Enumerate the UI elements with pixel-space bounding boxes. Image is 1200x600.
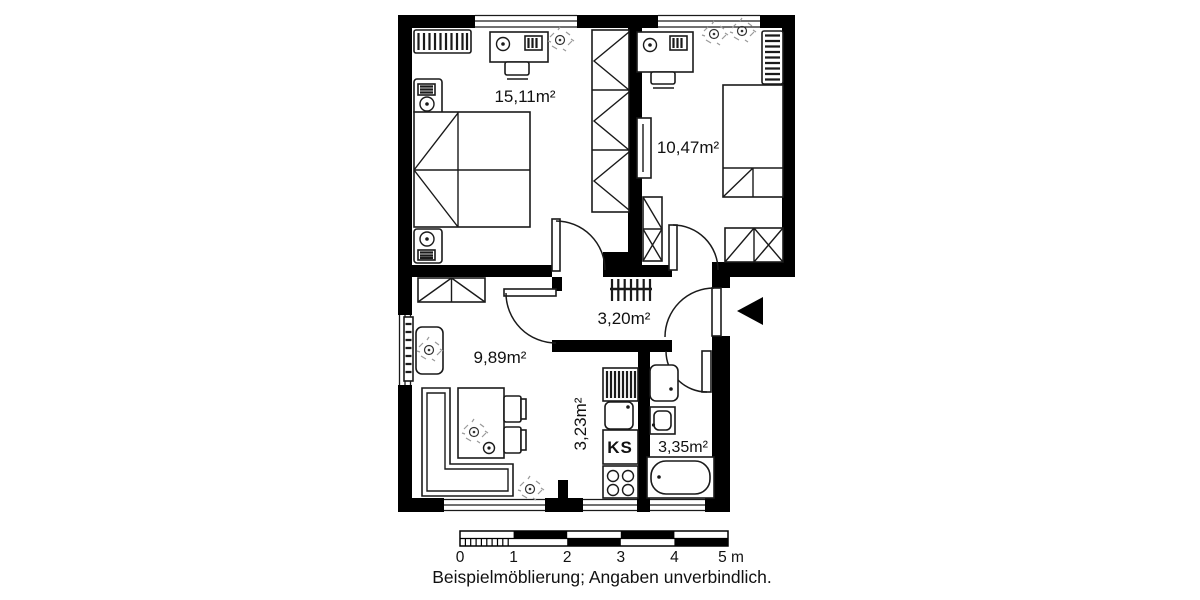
plant-icon [517,475,545,501]
window [444,498,545,512]
scale-tick-label: 0 [456,549,465,566]
door-bedroom-large [551,218,606,272]
radiator-icon [761,30,784,85]
door-entrance [664,287,722,338]
planter-icon [415,326,444,375]
room-area-label: 3,35m² [658,439,708,456]
scale-tick-label: 3 [616,549,625,566]
dresser-icon [724,227,784,263]
coat-rack-icon [610,279,652,301]
window [583,498,637,512]
room-kitchen: KS 3,23m² [571,367,639,499]
nightstand-icon [413,228,443,264]
room-area-label: 10,47m² [657,138,720,157]
stove-icon [602,465,639,499]
bathtub-icon [646,456,715,499]
window [650,498,705,512]
counter-icon [602,367,639,402]
fridge-icon: KS [602,429,639,465]
wardrobe-icon [591,29,630,213]
door-living-room [503,288,557,344]
room-bedroom-large: 15,11m² [413,26,630,264]
chair-icon [503,426,527,454]
room-area-label: 3,20m² [598,309,651,328]
plant-icon [547,26,575,52]
window [658,14,760,28]
scale-tick-label: 1 [509,549,518,566]
washbasin-icon [649,364,679,402]
window [475,14,577,28]
scale-tick-label: 5 m [718,549,744,566]
room-area-label: 3,23m² [571,397,590,450]
entrance-arrow-icon [737,297,763,325]
room-hallway: 3,20m² [598,279,763,328]
windows [398,14,760,512]
desk-icon [636,31,694,73]
corner-bench-icon [421,387,514,497]
scale-tick-label: 2 [563,549,572,566]
walls [398,15,795,512]
room-bathroom: 3,35m² [646,364,715,499]
room-living: 9,89m² [403,277,545,501]
desk-icon [489,31,549,63]
dresser-icon [417,277,486,303]
fridge-label: KS [607,438,633,457]
room-bedroom-small: 10,47m² [636,17,784,263]
nightstand-icon [413,78,443,116]
mirror-icon [636,117,652,179]
room-area-label: 15,11m² [494,87,555,106]
chair-icon [503,395,527,423]
caption: Beispielmöblierung; Angaben unverbindlic… [432,567,772,587]
double-bed-icon [413,111,531,228]
table-icon [457,387,505,459]
doors [503,218,722,393]
radiator-icon [403,316,414,382]
chair-icon [504,61,530,80]
dresser-icon [642,196,663,262]
sink-icon [604,401,634,430]
room-area-label: 9,89m² [474,348,527,367]
door-bedroom-small [668,224,719,271]
chair-icon [650,71,676,89]
scale-tick-label: 4 [670,549,679,566]
single-bed-icon [722,84,784,198]
scale-bar: 0 1 2 3 4 5 m [456,530,744,566]
toilet-icon [649,406,676,435]
radiator-icon [413,29,472,54]
